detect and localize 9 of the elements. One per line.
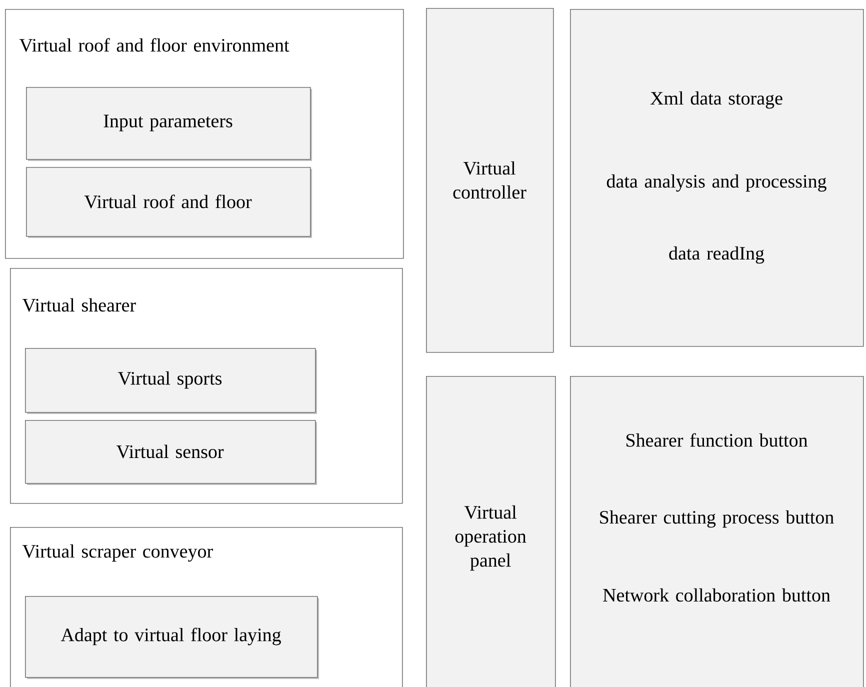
sub-box: Virtual roof and floor — [26, 166, 312, 238]
sub-box: Adapt to virtual floor laying — [25, 596, 319, 679]
panel-box: Xml data storage data analysis and processing data readIng — [570, 8, 864, 347]
sub-box: Virtual sensor — [25, 420, 317, 485]
panel-box: Shearer function button Shearer cutting process button Network collaboration button — [570, 376, 864, 687]
panel-box: Virtual controller — [426, 8, 554, 353]
panel-box: Virtual operation panel — [426, 376, 556, 687]
sub-box: Input parameters — [26, 87, 312, 161]
sub-box: Virtual sports — [25, 348, 317, 414]
